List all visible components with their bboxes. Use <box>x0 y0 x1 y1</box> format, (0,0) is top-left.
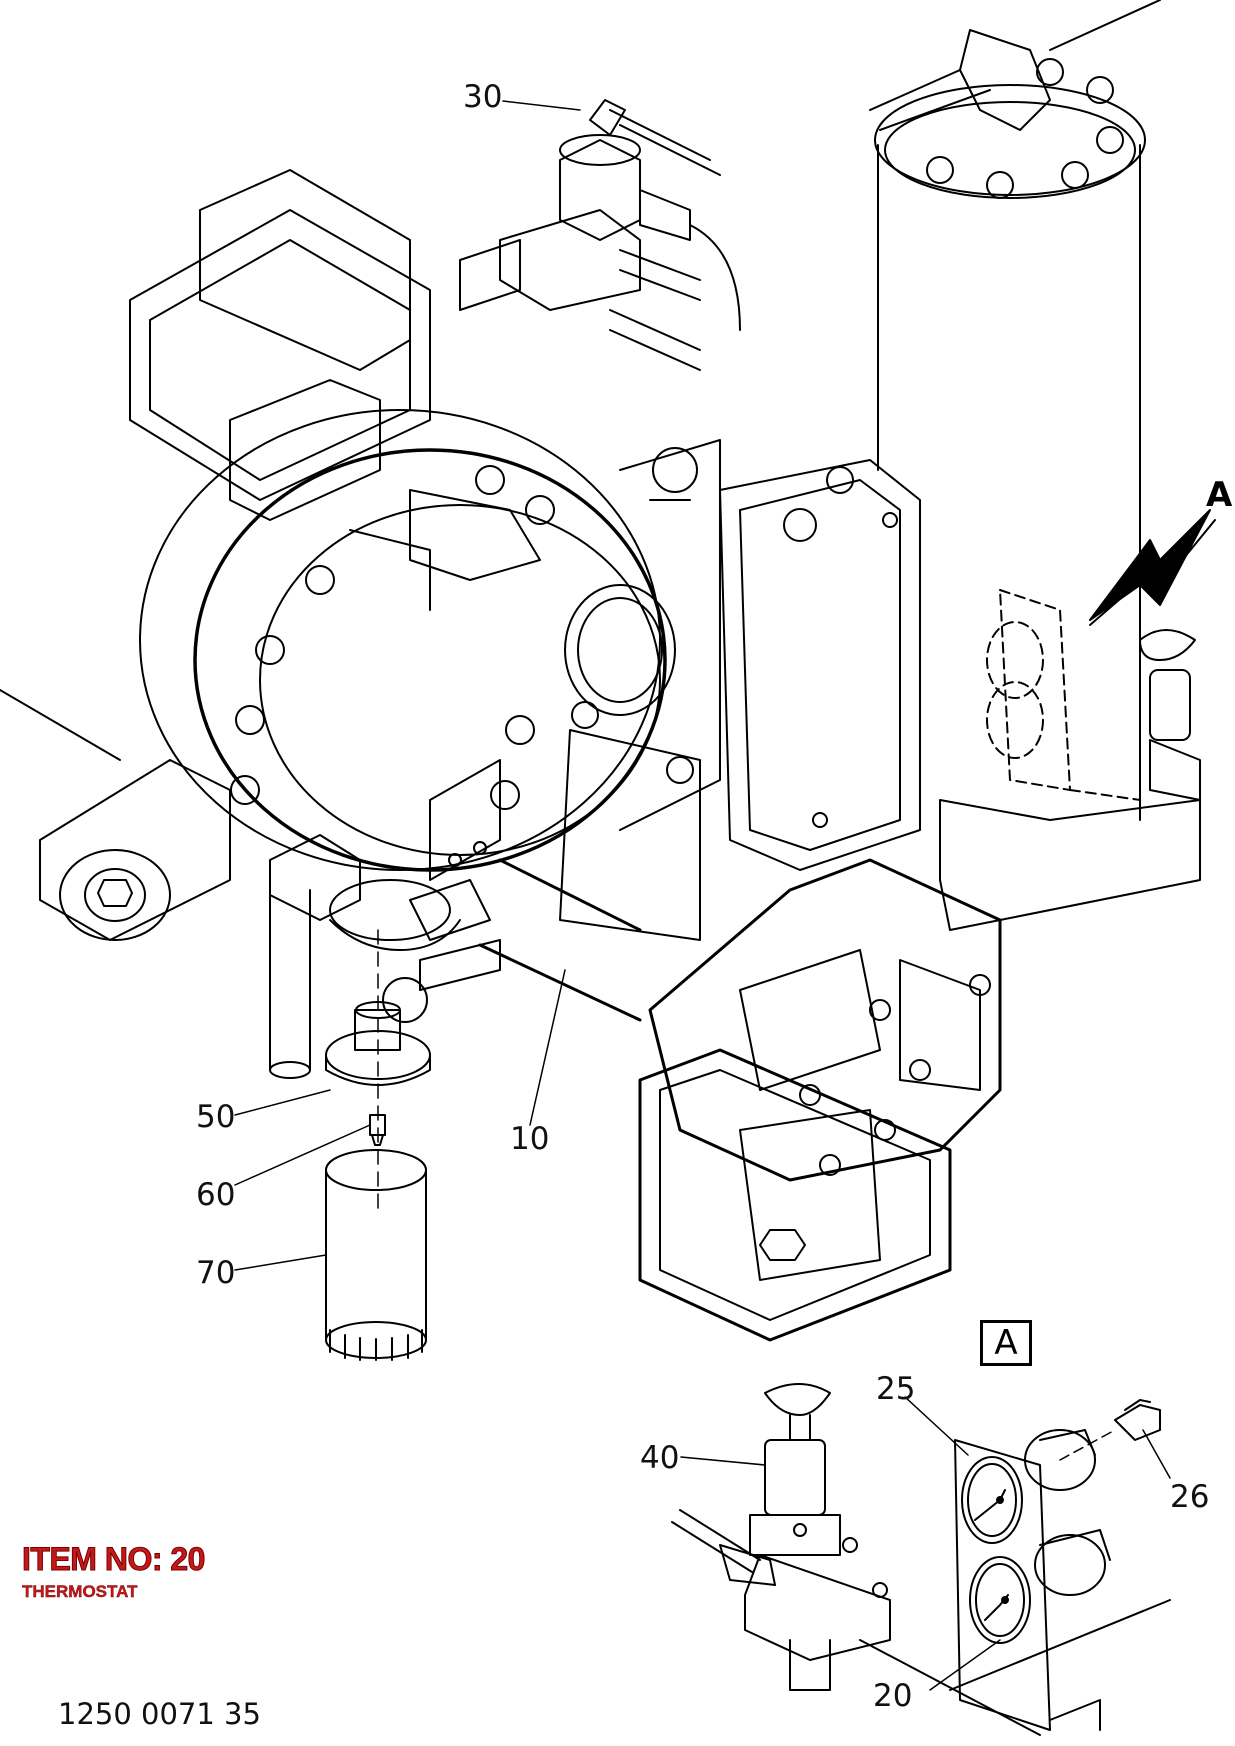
detail-a-gauge-panel <box>859 1429 1171 1736</box>
detail-view-box: A <box>980 1320 1032 1366</box>
pump-assembly <box>478 858 1002 1342</box>
gauge-panel-ghost <box>986 589 1141 801</box>
leader-lines <box>234 100 1171 1691</box>
callout-20: 20 <box>873 1678 913 1714</box>
detail-view-label: A <box>994 1323 1018 1363</box>
callout-40: 40 <box>640 1440 680 1476</box>
view-arrow-a <box>1089 509 1216 626</box>
callout-10: 10 <box>510 1121 550 1157</box>
central-housing <box>559 439 721 941</box>
item-description: THERMOSTAT <box>22 1582 138 1601</box>
receiver-tank <box>869 0 1201 931</box>
callout-60: 60 <box>196 1177 236 1213</box>
item-number-label: ITEM NO: 20 <box>22 1541 206 1577</box>
item-70-filter-cartridge <box>325 1149 427 1361</box>
item-60-nipple <box>369 1114 386 1146</box>
item-30-valve <box>459 99 741 371</box>
callout-70: 70 <box>196 1255 236 1291</box>
callout-26: 26 <box>1170 1479 1210 1515</box>
filter-housing <box>269 759 501 1079</box>
detail-a-thermostat-valve <box>671 1383 891 1691</box>
compressor-frame <box>0 169 431 941</box>
callout-25: 25 <box>876 1371 916 1407</box>
thermostat-upper <box>1139 629 1201 801</box>
document-number: 1250 0071 35 <box>58 1697 261 1731</box>
callout-50: 50 <box>196 1099 236 1135</box>
main-flange <box>139 409 667 872</box>
control-box <box>719 459 921 871</box>
callout-30: 30 <box>463 79 503 115</box>
detail-a-fitting <box>1059 1399 1161 1461</box>
view-arrow-letter: A <box>1206 475 1233 515</box>
